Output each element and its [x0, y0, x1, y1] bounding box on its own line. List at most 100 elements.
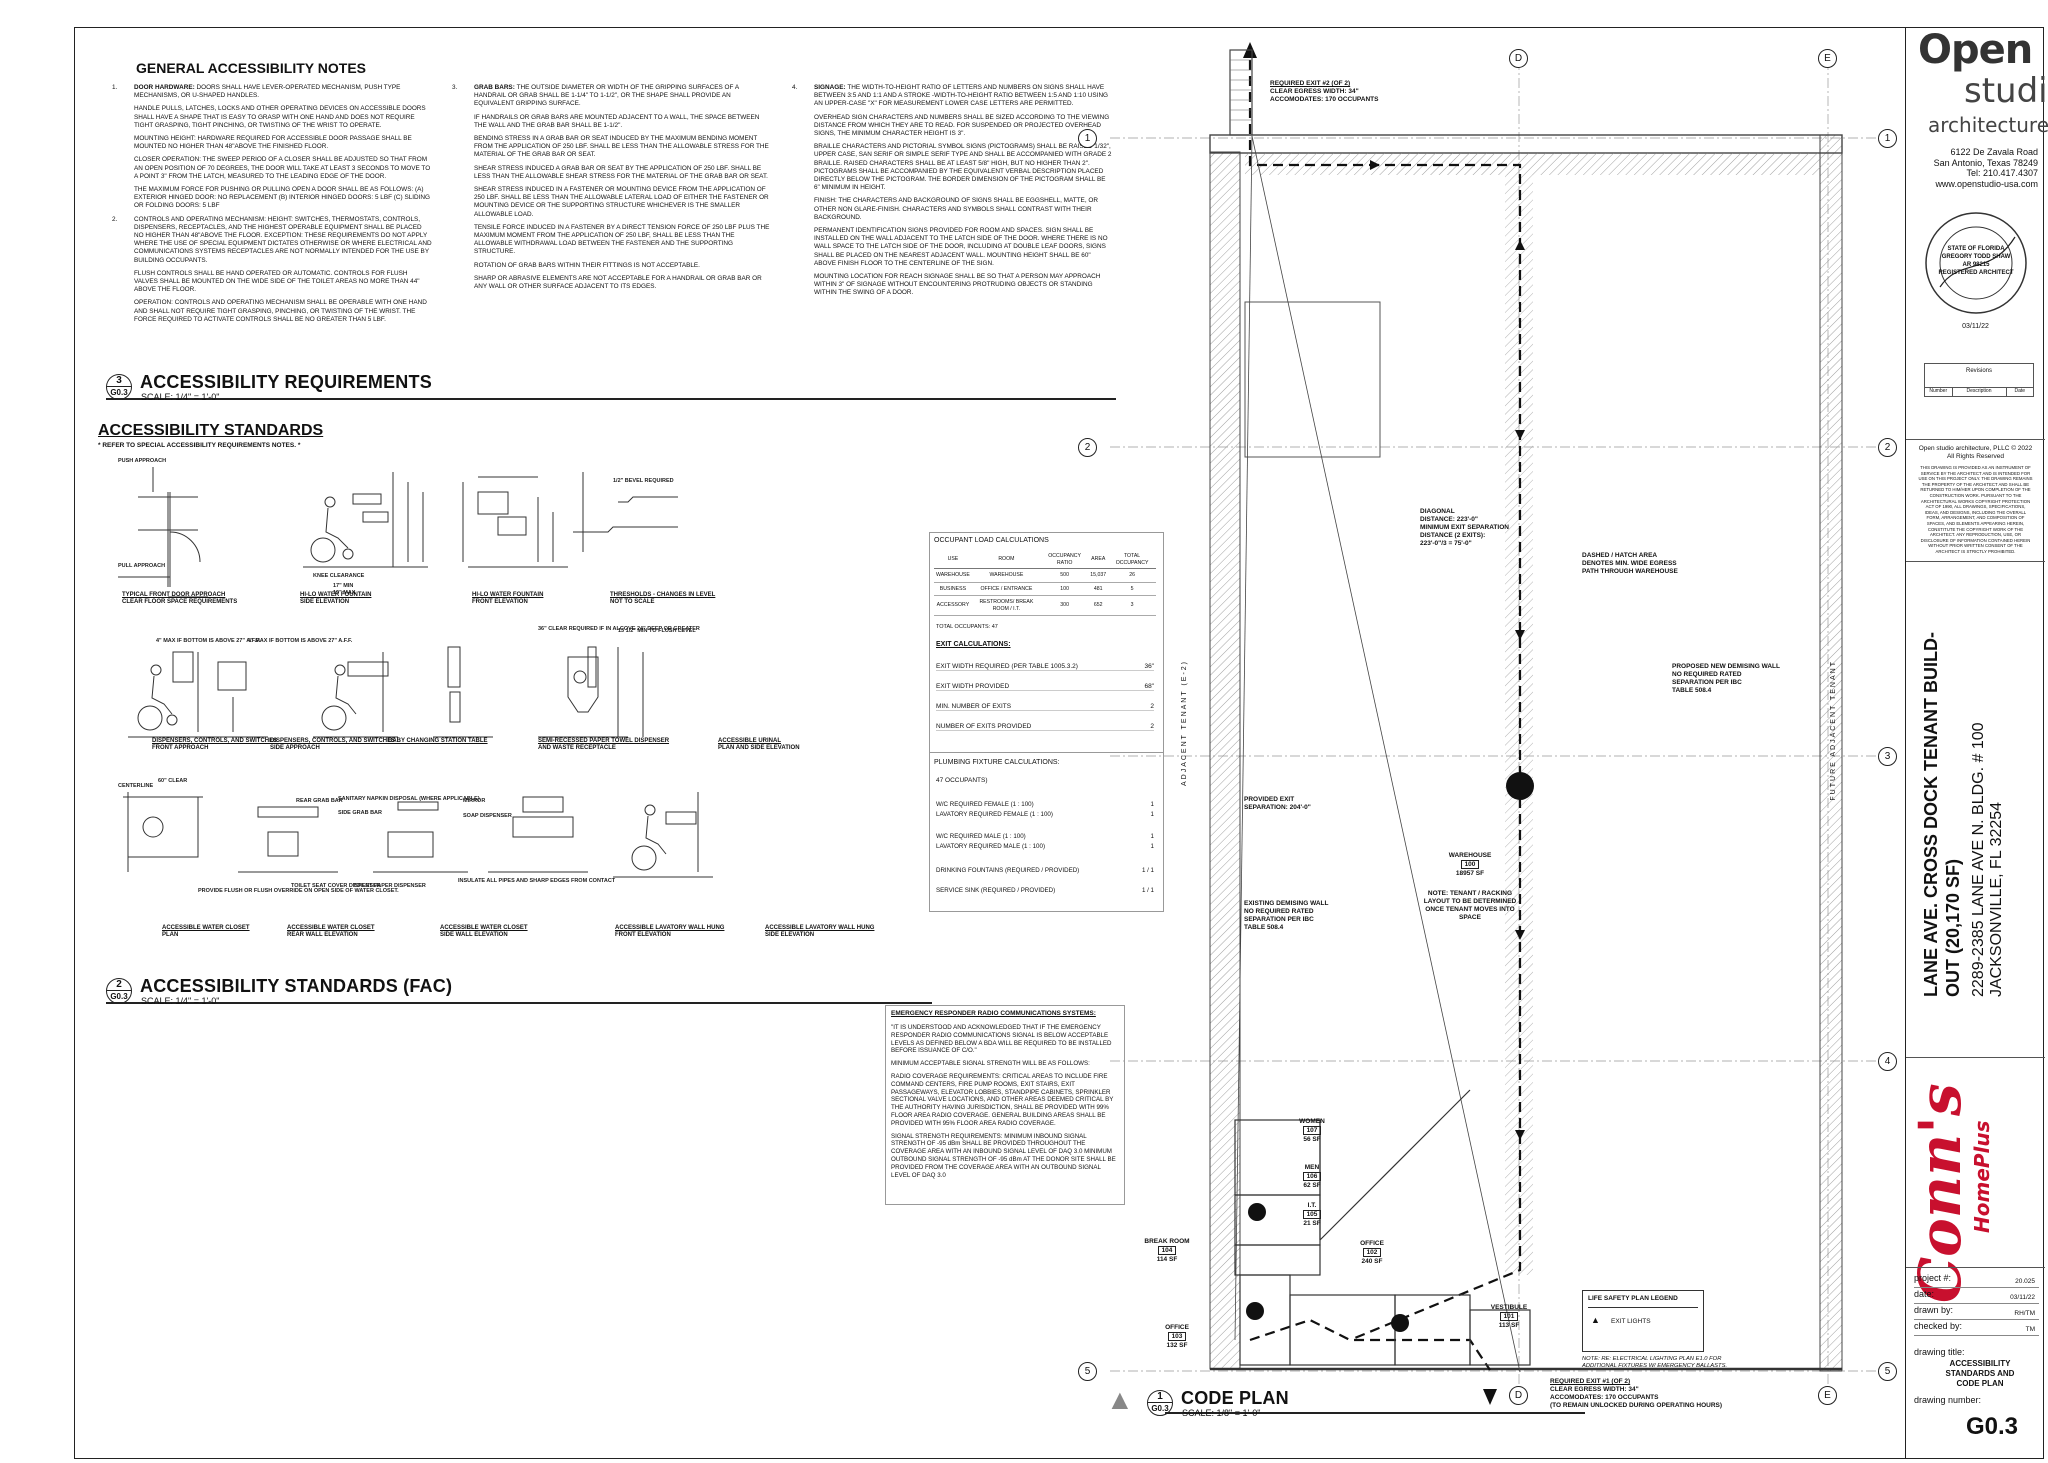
occupant-cell: 26 [1108, 568, 1156, 583]
logo-open: Open [1918, 27, 2033, 73]
office-rooms [1234, 1089, 1531, 1366]
note-text: OPERATION: CONTROLS AND OPERATING MECHAN… [134, 299, 427, 323]
detail-caption-sub: SIDE WALL ELEVATION [440, 932, 508, 938]
plumbing-value: 1 / 1 [1141, 887, 1154, 894]
note-text: SHEAR STRESS INDUCED IN A FASTENER OR MO… [474, 186, 769, 218]
client-logo: Conn's HomePlus [1906, 1083, 1994, 1303]
room-number-wrap: 104 [1140, 1245, 1194, 1256]
occupant-cell: 15,037 [1088, 568, 1109, 583]
note-item: TENSILE FORCE INDUCED IN A FASTENER BY A… [452, 224, 772, 257]
note-text: HANDLE PULLS, LATCHES, LOCKS AND OTHER O… [134, 105, 426, 129]
grid-bubble-d-top: D [1509, 49, 1528, 68]
project-title: LANE AVE. CROSS DOCK TENANT BUILD-OUT (2… [1921, 631, 1963, 997]
occupant-header-cell: USE [934, 551, 972, 569]
plumbing-occupants: 47 OCCUPANTS) [936, 777, 988, 784]
note-text: FLUSH CONTROLS SHALL BE HAND OPERATED OR… [134, 269, 420, 294]
occupant-header-cell: OCCUPANCY RATIO [1040, 551, 1089, 569]
note-number [112, 270, 130, 295]
existing-wall-note-line: EXISTING DEMISING WALL [1244, 900, 1329, 907]
note-item: 1.DOOR HARDWARE: DOORS SHALL HAVE LEVER-… [112, 84, 432, 100]
label-soap: SOAP DISPENSER [463, 813, 512, 819]
note-number: 1. [112, 84, 118, 91]
general-notes-title: GENERAL ACCESSIBILITY NOTES [136, 60, 366, 76]
room-number-wrap: 107 [1285, 1125, 1339, 1136]
note-text: IF HANDRAILS OR GRAB BARS ARE MOUNTED AD… [474, 113, 760, 129]
label-mirror: MIRROR [463, 798, 485, 804]
room-number: 102 [1362, 1248, 1382, 1257]
address-line: www.openstudio-usa.com [1935, 178, 2038, 189]
note-text: PERMANENT IDENTIFICATION SIGNS PROVIDED … [814, 227, 1108, 267]
room-number-wrap: 102 [1345, 1247, 1399, 1258]
note-number: 4. [792, 84, 798, 91]
fire-riser-symbol [1506, 772, 1534, 800]
occupant-cell: 5 [1108, 582, 1156, 596]
room-area: 132 SF [1166, 1342, 1188, 1349]
occupant-cell: 500 [1040, 568, 1089, 583]
note-item: BRAILLE CHARACTERS AND PICTORIAL SYMBOL … [792, 143, 1112, 192]
exit-calc-value: 2 [1150, 723, 1154, 730]
plumbing-title: PLUMBING FIXTURE CALCULATIONS: [934, 759, 1060, 766]
label-insulate: INSULATE ALL PIPES AND SHARP EDGES FROM … [458, 878, 616, 884]
project-field: date:03/11/22 [1914, 1289, 2039, 1304]
room-number: 101 [1499, 1312, 1519, 1321]
section-scale-fac: SCALE: 1/4" = 1'-0" [141, 996, 220, 1006]
plumbing-value: 1 [1150, 801, 1154, 808]
note-number [112, 135, 130, 151]
note-item: MOUNTING HEIGHT: HARDWARE REQUIRED FOR A… [112, 135, 432, 151]
label-paper: TOILET PAPER DISPENSER [353, 883, 426, 889]
note-item: CLOSER OPERATION: THE SWEEP PERIOD OF A … [112, 156, 432, 181]
note-body: SHARP OR ABRASIVE ELEMENTS ARE NOT ACCEP… [474, 275, 772, 291]
plumbing-row: LAVATORY REQUIRED FEMALE (1 : 100)1 [936, 811, 1154, 818]
occupant-cell: BUSINESS [934, 582, 972, 596]
project-field-label: project #: [1914, 1273, 1952, 1283]
detail-caption-title: ACCESSIBLE LAVATORY WALL HUNG [615, 925, 725, 931]
radio-paragraph: SIGNAL STRENGTH REQUIREMENTS: MINIMUM IN… [891, 1132, 1116, 1179]
note-item: IF HANDRAILS OR GRAB BARS ARE MOUNTED AD… [452, 114, 772, 130]
note-number [112, 156, 130, 181]
room-number: 103 [1167, 1332, 1187, 1341]
note-number: 3. [452, 84, 458, 91]
room-number: 107 [1302, 1126, 1322, 1135]
exit-1-note-line: REQUIRED EXIT #1 (OF 2) [1550, 1378, 1631, 1385]
grid-bubble-2-left: 2 [1078, 438, 1097, 457]
note-text: OVERHEAD SIGN CHARACTERS AND NUMBERS SHA… [814, 113, 1110, 138]
plumbing-row: W/C REQUIRED FEMALE (1 : 100)1 [936, 801, 1154, 808]
occupant-header-cell: AREA [1088, 551, 1109, 569]
egress-path-note-line: PATH THROUGH WAREHOUSE [1582, 568, 1678, 575]
exit-calc-label: EXIT WIDTH REQUIRED (PER TABLE 1005.3.2) [936, 663, 1078, 670]
exit-1-note-line: ACCOMODATES: 170 OCCUPANTS [1550, 1394, 1659, 1401]
grid-bubble-e-top: E [1818, 49, 1837, 68]
exit-2-note-line: ACCOMODATES: 170 OCCUPANTS [1270, 96, 1379, 103]
plumbing-label: LAVATORY REQUIRED FEMALE (1 : 100) [936, 811, 1053, 818]
detail-caption-sub: REAR WALL ELEVATION [287, 932, 358, 938]
note-text: FINISH: THE CHARACTERS AND BACKGROUND OF… [814, 197, 1098, 221]
detail-caption-title: ACCESSIBLE WATER CLOSET [440, 925, 528, 931]
note-item: FINISH: THE CHARACTERS AND BACKGROUND OF… [792, 197, 1112, 222]
project-field-value: 20.025 [2015, 1278, 2035, 1285]
detail-caption-title: THRESHOLDS - CHANGES IN LEVEL [610, 592, 716, 598]
exit-calc-row: EXIT WIDTH REQUIRED (PER TABLE 1005.3.2)… [936, 663, 1154, 671]
occupant-cell: ACCESSORY [934, 595, 972, 616]
note-item: THE MAXIMUM FORCE FOR PUSHING OR PULLING… [112, 186, 432, 211]
project-field-value: RH/TM [2014, 1310, 2035, 1317]
room-name: OFFICE [1360, 1240, 1384, 1247]
room-name: I.T. [1307, 1202, 1317, 1209]
exit-calc-label: EXIT WIDTH PROVIDED [936, 683, 1010, 690]
address-line: Tel: 210.417.4307 [1966, 168, 2038, 178]
note-item: FLUSH CONTROLS SHALL BE HAND OPERATED OR… [112, 270, 432, 295]
grid-bubble-5-left: 5 [1078, 1362, 1097, 1381]
room-area: 62 SF [1303, 1182, 1321, 1189]
exit-lights [1246, 1203, 1409, 1332]
adjacent-tenant-left: ADJACENT TENANT (E-2) [1181, 660, 1188, 787]
label-max19: 19" MAX [333, 590, 356, 596]
grid-bubble-1-right: 1 [1878, 129, 1897, 148]
occupant-cell: RESTROOMS/ BREAK ROOM / I.T. [971, 595, 1041, 616]
label-side-grab: SIDE GRAB BAR [338, 810, 382, 816]
project-title-block: LANE AVE. CROSS DOCK TENANT BUILD-OUT (2… [1920, 317, 2006, 997]
